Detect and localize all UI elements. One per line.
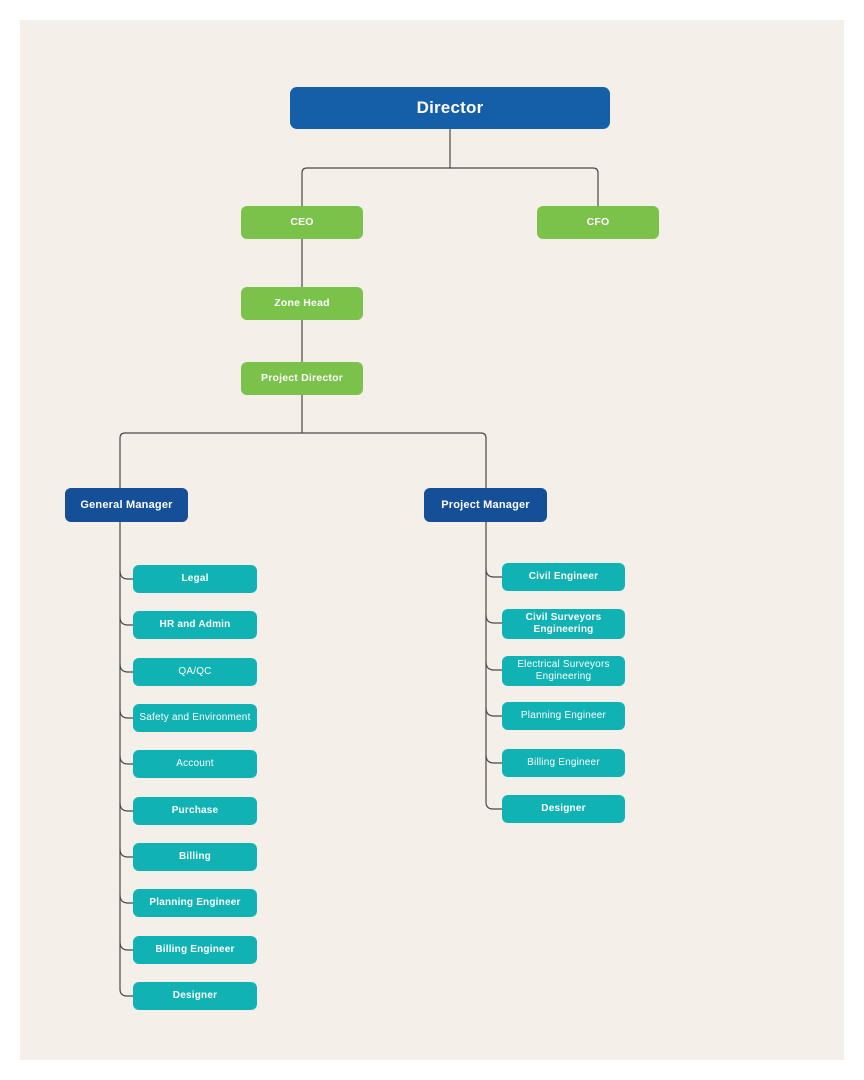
node-safety-and-environment[interactable]: Safety and Environment — [133, 704, 257, 732]
node-civil-engineer[interactable]: Civil Engineer — [502, 563, 625, 591]
node-planning-engineer-gm[interactable]: Planning Engineer — [133, 889, 257, 917]
node-billing-engineer-pm[interactable]: Billing Engineer — [502, 749, 625, 777]
node-project-manager[interactable]: Project Manager — [424, 488, 547, 522]
node-electrical-surveyors-engineering[interactable]: Electrical Surveyors Engineering — [502, 656, 625, 686]
node-cfo[interactable]: CFO — [537, 206, 659, 239]
node-planning-engineer-pm[interactable]: Planning Engineer — [502, 702, 625, 730]
node-account[interactable]: Account — [133, 750, 257, 778]
node-civil-surveyors-engineering[interactable]: Civil Surveyors Engineering — [502, 609, 625, 639]
node-ceo[interactable]: CEO — [241, 206, 363, 239]
node-billing[interactable]: Billing — [133, 843, 257, 871]
node-designer-gm[interactable]: Designer — [133, 982, 257, 1010]
node-zone-head[interactable]: Zone Head — [241, 287, 363, 320]
node-director[interactable]: Director — [290, 87, 610, 129]
node-project-director[interactable]: Project Director — [241, 362, 363, 395]
node-legal[interactable]: Legal — [133, 565, 257, 593]
node-general-manager[interactable]: General Manager — [65, 488, 188, 522]
node-qa-qc[interactable]: QA/QC — [133, 658, 257, 686]
node-hr-and-admin[interactable]: HR and Admin — [133, 611, 257, 639]
node-billing-engineer-gm[interactable]: Billing Engineer — [133, 936, 257, 964]
node-designer-pm[interactable]: Designer — [502, 795, 625, 823]
node-purchase[interactable]: Purchase — [133, 797, 257, 825]
